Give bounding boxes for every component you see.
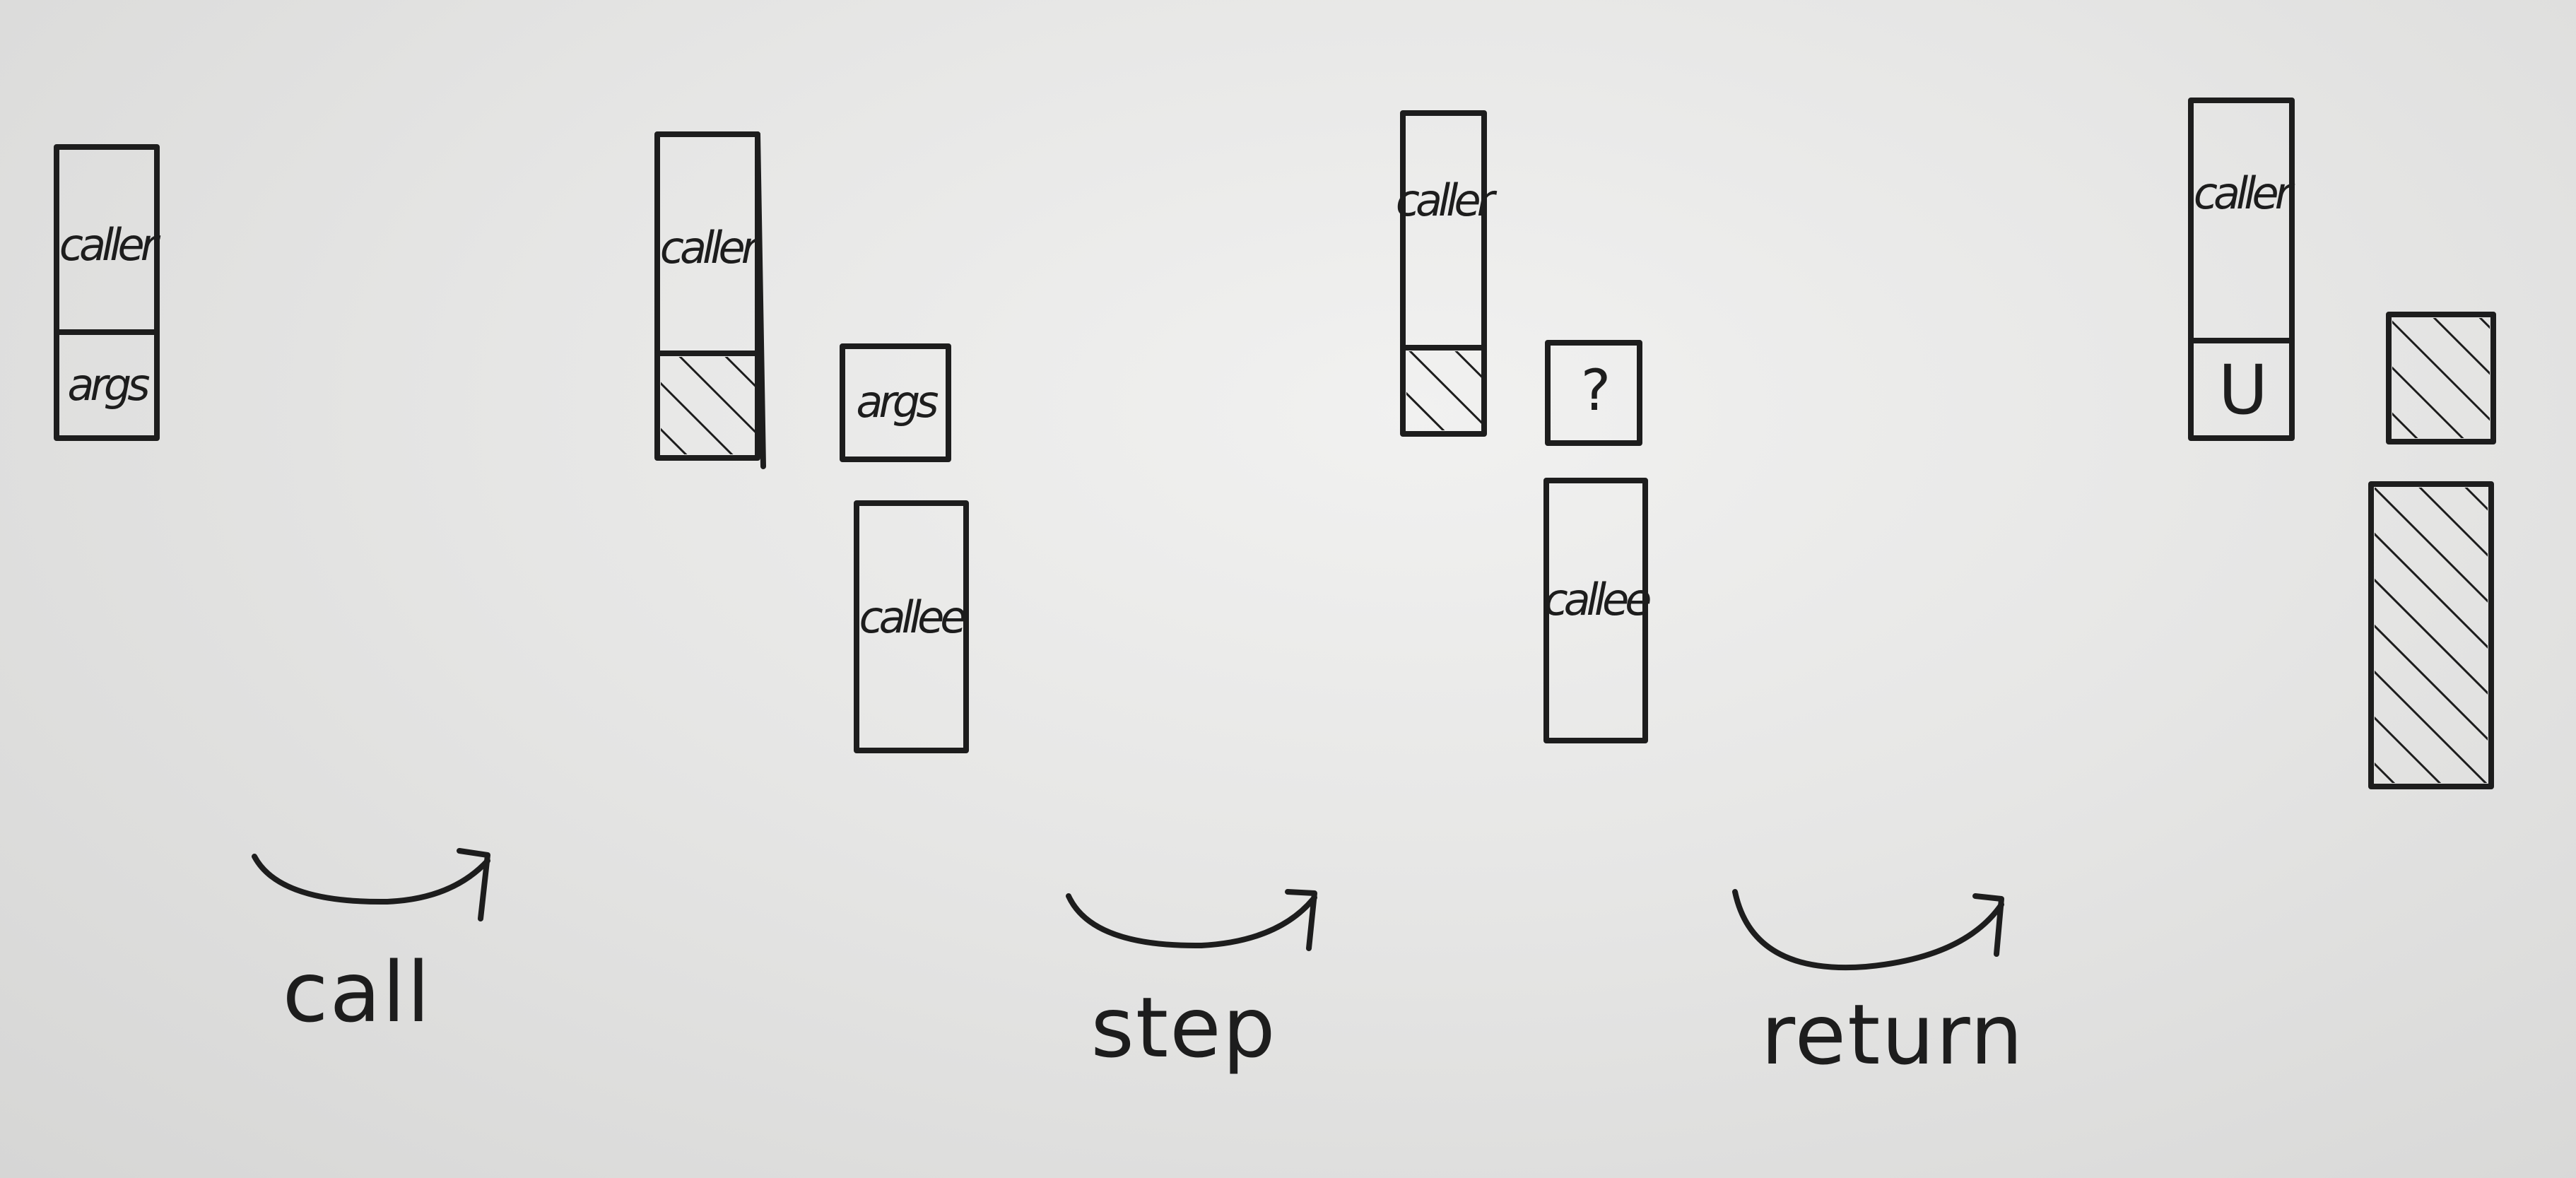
arrow-head (1972, 893, 2004, 957)
cell-label-caller: caller (1396, 175, 1498, 226)
stage-1-initial: caller args (54, 144, 165, 441)
arrow-curve (252, 854, 490, 905)
transition-step: step (1066, 889, 1317, 1076)
cell-label-caller: caller (2194, 167, 2295, 219)
transition-label-step: step (1090, 979, 1276, 1076)
hatch-fill (661, 357, 755, 454)
frame-box (2188, 338, 2295, 441)
stack-frame-args: args (840, 343, 951, 462)
arrow-head (457, 848, 490, 921)
stack-frame-result: U (2188, 338, 2295, 441)
cell-label-caller: caller (59, 219, 161, 271)
stack-frame-callee: callee (854, 500, 970, 753)
stage-2-after-call: caller args callee (654, 131, 970, 753)
stack-frame-caller: caller (1396, 110, 1502, 351)
cell-label-args: args (67, 359, 149, 411)
frame-box (2386, 312, 2496, 444)
cell-label-args: args (856, 376, 938, 428)
stack-frame-hatched (1400, 345, 1487, 437)
arrow-curve (1732, 889, 2004, 971)
arrow-head (1285, 889, 1317, 951)
frame-box (2188, 98, 2295, 343)
transition-label-return: return (1761, 986, 2025, 1083)
stack-frame-caller: caller (54, 144, 165, 335)
frame-box (840, 343, 951, 462)
cell-label-result: U (2218, 351, 2264, 430)
stack-frame-args: args (54, 329, 160, 441)
hatch-fill (2375, 488, 2488, 783)
stack-frame-callee: callee (1543, 478, 1654, 743)
frame-box (1400, 110, 1487, 351)
frame-box (54, 329, 160, 441)
frame-box (854, 500, 969, 753)
stack-frame-hatched-small (2386, 312, 2496, 444)
cell-label-question: ? (1581, 358, 1607, 423)
frame-box (654, 351, 760, 461)
stage-4-after-return: caller U (2188, 98, 2496, 789)
stack-frame-hatched (654, 351, 760, 461)
hatch-fill (1406, 351, 1481, 430)
cell-label-caller: caller (660, 222, 762, 273)
transition-call: call (252, 848, 490, 1041)
frame-box (1400, 345, 1487, 437)
cell-label-callee: callee (1544, 574, 1651, 625)
frame-box (2368, 481, 2494, 789)
stack-frame-caller: caller (2188, 98, 2300, 343)
hatch-fill (2392, 318, 2490, 438)
stage-3-after-step: caller ? callee (1396, 110, 1654, 743)
stack-frame-hatched-large (2368, 481, 2494, 789)
arrow-curve (1066, 893, 1317, 949)
cell-label-callee: callee (859, 591, 966, 643)
transition-label-call: call (283, 943, 432, 1041)
frame-box (1545, 340, 1642, 446)
frame-edge (755, 131, 766, 469)
transition-return: return (1732, 889, 2025, 1083)
frame-box (1543, 478, 1648, 743)
stack-frame-unknown: ? (1545, 340, 1642, 446)
